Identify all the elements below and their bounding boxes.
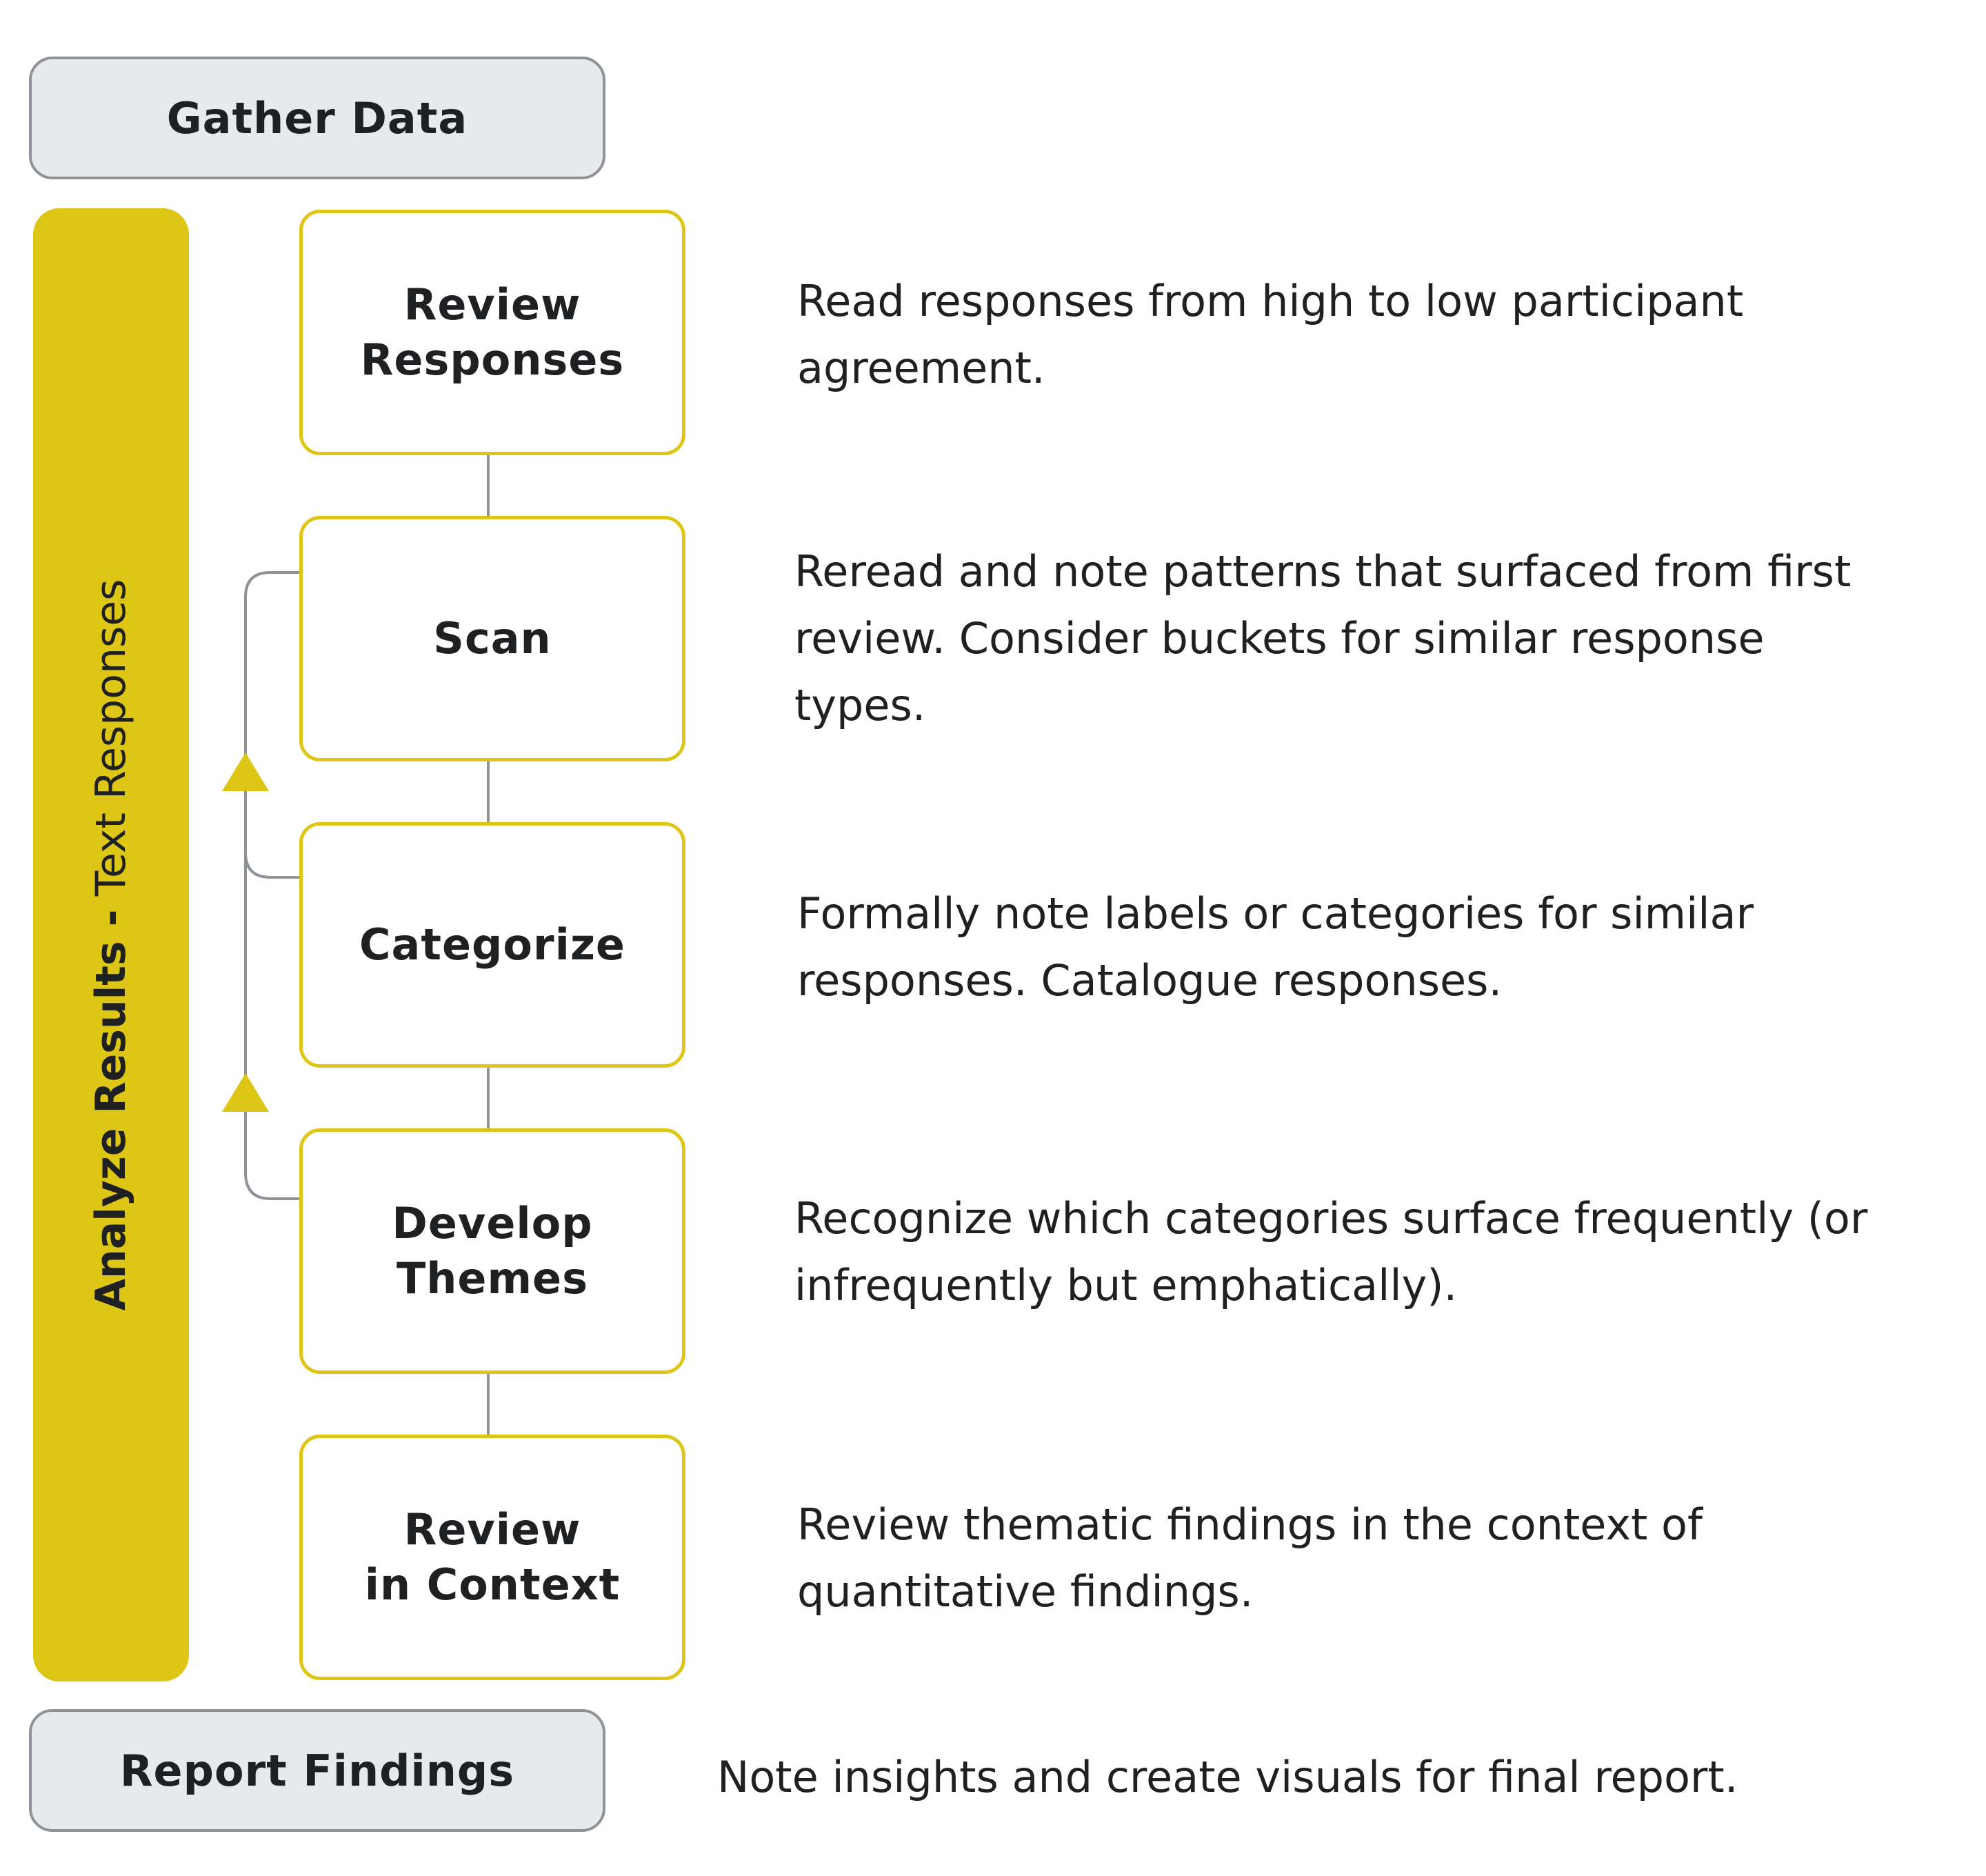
step-description: Reread and note patterns that surfaced f… <box>794 546 1852 730</box>
step-description: Review thematic findings in the context … <box>797 1499 1703 1617</box>
step-description: Formally note labels or categories for s… <box>797 888 1754 1006</box>
analyze-results-label-light: Text Responses <box>87 579 135 910</box>
step-review-in-context: Review in Context <box>299 1435 685 1680</box>
step-review-responses: Review Responses <box>299 210 685 455</box>
loop-line-upper <box>244 571 299 879</box>
up-arrow-icon <box>222 752 269 791</box>
step-categorize: Categorize <box>299 822 685 1068</box>
loop-line-lower <box>244 852 299 1200</box>
step-develop-themes: Develop Themes <box>299 1128 685 1374</box>
analyze-results-label: Analyze Results - Text Responses <box>87 579 135 1311</box>
gather-data-label: Gather Data <box>166 92 468 143</box>
report-description: Note insights and create visuals for fin… <box>717 1752 1738 1802</box>
step-label: Scan <box>433 613 552 663</box>
gather-data-box: Gather Data <box>29 57 605 179</box>
step-label: Develop Themes <box>392 1198 593 1304</box>
step-label: Review in Context <box>364 1504 621 1610</box>
step-description: Recognize which categories surface frequ… <box>794 1193 1868 1310</box>
step-description: Read responses from high to low particip… <box>797 276 1744 393</box>
step-scan: Scan <box>299 516 685 761</box>
report-findings-label: Report Findings <box>119 1745 515 1796</box>
analyze-results-label-bold: Analyze Results - <box>87 909 135 1311</box>
step-label: Review Responses <box>360 279 625 385</box>
report-findings-box: Report Findings <box>29 1709 605 1832</box>
step-label: Categorize <box>359 919 625 970</box>
analyze-results-bar <box>33 208 189 1682</box>
up-arrow-icon <box>222 1073 269 1112</box>
